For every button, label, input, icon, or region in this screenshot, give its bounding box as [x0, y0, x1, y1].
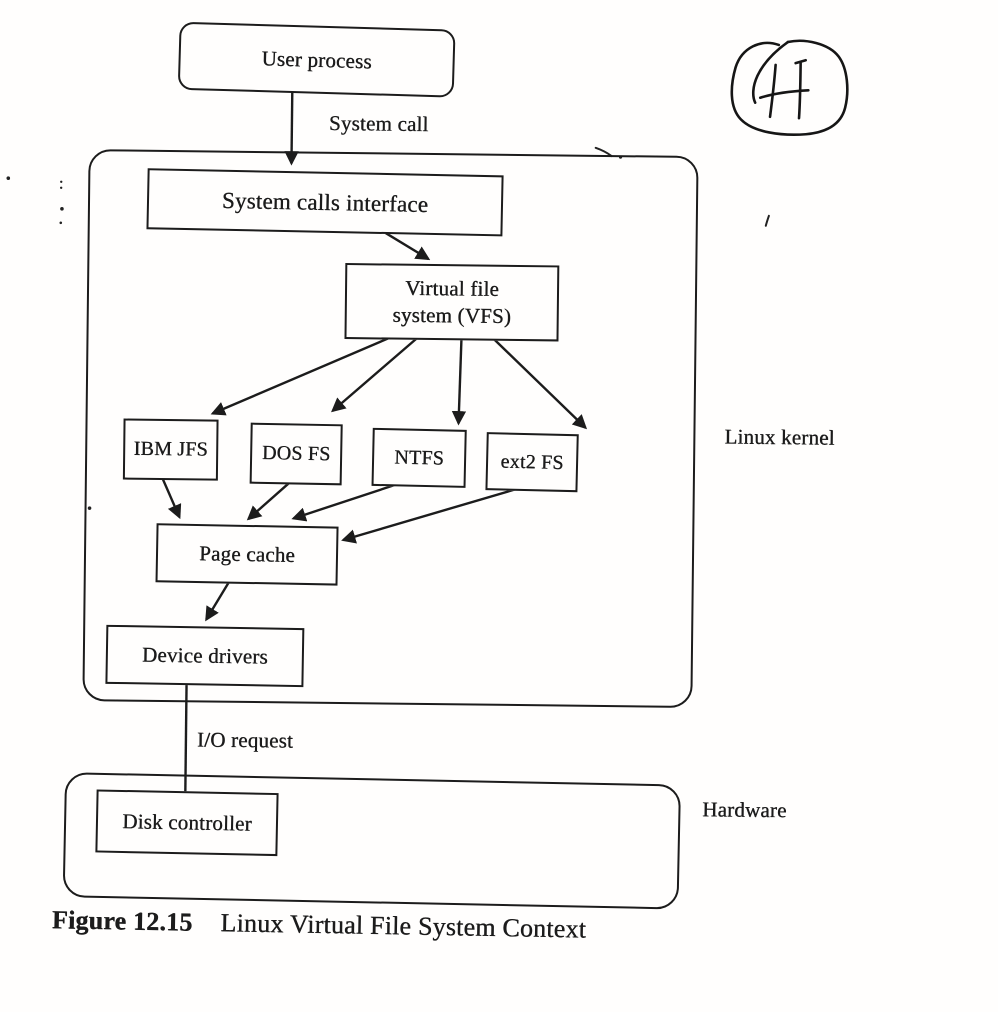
edge-label-io-request: I/O request: [196, 727, 294, 753]
node-disk-controller-label: Disk controller: [121, 808, 253, 836]
node-ntfs: NTFS: [371, 427, 467, 488]
node-vfs-label-line1: Virtual file: [404, 275, 500, 301]
edge-device-drivers-to-disk-controller: [184, 682, 188, 794]
node-dos-fs: DOS FS: [249, 422, 343, 486]
edge-ntfs-to-page-cache: [291, 482, 400, 522]
figure-caption-number: Figure 12.15: [51, 905, 193, 937]
node-system-calls-interface-label: System calls interface: [221, 187, 429, 217]
edge-vfs-to-ibm-jfs: [210, 335, 393, 416]
edge-label-system-call: System call: [328, 110, 429, 136]
node-page-cache: Page cache: [155, 523, 339, 586]
handwritten-circle-outline: [730, 39, 849, 136]
node-ntfs-label: NTFS: [394, 445, 445, 469]
diagram-edges: [160, 90, 588, 794]
node-ibm-jfs: IBM JFS: [122, 418, 219, 481]
handwritten-circle-inner-stroke: [751, 40, 790, 104]
edge-vfs-to-ntfs: [451, 337, 467, 426]
node-user-process: User process: [177, 21, 456, 98]
edge-user-process-to-syscalls: [284, 90, 299, 166]
edge-syscalls-to-vfs: [379, 228, 431, 261]
node-ibm-jfs-label: IBM JFS: [133, 437, 208, 461]
node-ext2-fs-label: ext2 FS: [500, 449, 564, 474]
edge-page-cache-to-device-drivers: [205, 580, 231, 622]
node-system-calls-interface: System calls interface: [146, 168, 504, 237]
node-disk-controller: Disk controller: [95, 789, 279, 857]
node-device-drivers: Device drivers: [105, 624, 305, 688]
node-page-cache-label: Page cache: [198, 541, 296, 567]
node-ext2-fs: ext2 FS: [485, 432, 579, 493]
node-dos-fs-label: DOS FS: [261, 441, 331, 466]
edge-vfs-to-ext2-fs: [491, 336, 588, 430]
handwritten-h-crossbar: [758, 88, 810, 100]
handwritten-h-left-stroke: [768, 63, 777, 119]
edge-ext2-fs-to-page-cache: [341, 486, 521, 544]
handwritten-h-right-stroke: [794, 58, 807, 120]
region-label-hardware: Hardware: [702, 797, 787, 823]
node-vfs-label-line2: system (VFS): [392, 302, 512, 328]
figure-caption-title: Linux Virtual File System Context: [220, 908, 587, 944]
node-device-drivers-label: Device drivers: [141, 642, 268, 669]
node-virtual-file-system: Virtual file system (VFS): [344, 263, 560, 342]
node-user-process-label: User process: [261, 45, 373, 73]
edge-ibm-jfs-to-page-cache: [160, 476, 182, 520]
handwritten-circled-h: [730, 39, 849, 136]
region-label-linux-kernel: Linux kernel: [724, 424, 835, 450]
edge-vfs-to-dos-fs: [331, 335, 420, 413]
edge-dos-fs-to-page-cache: [246, 480, 292, 521]
